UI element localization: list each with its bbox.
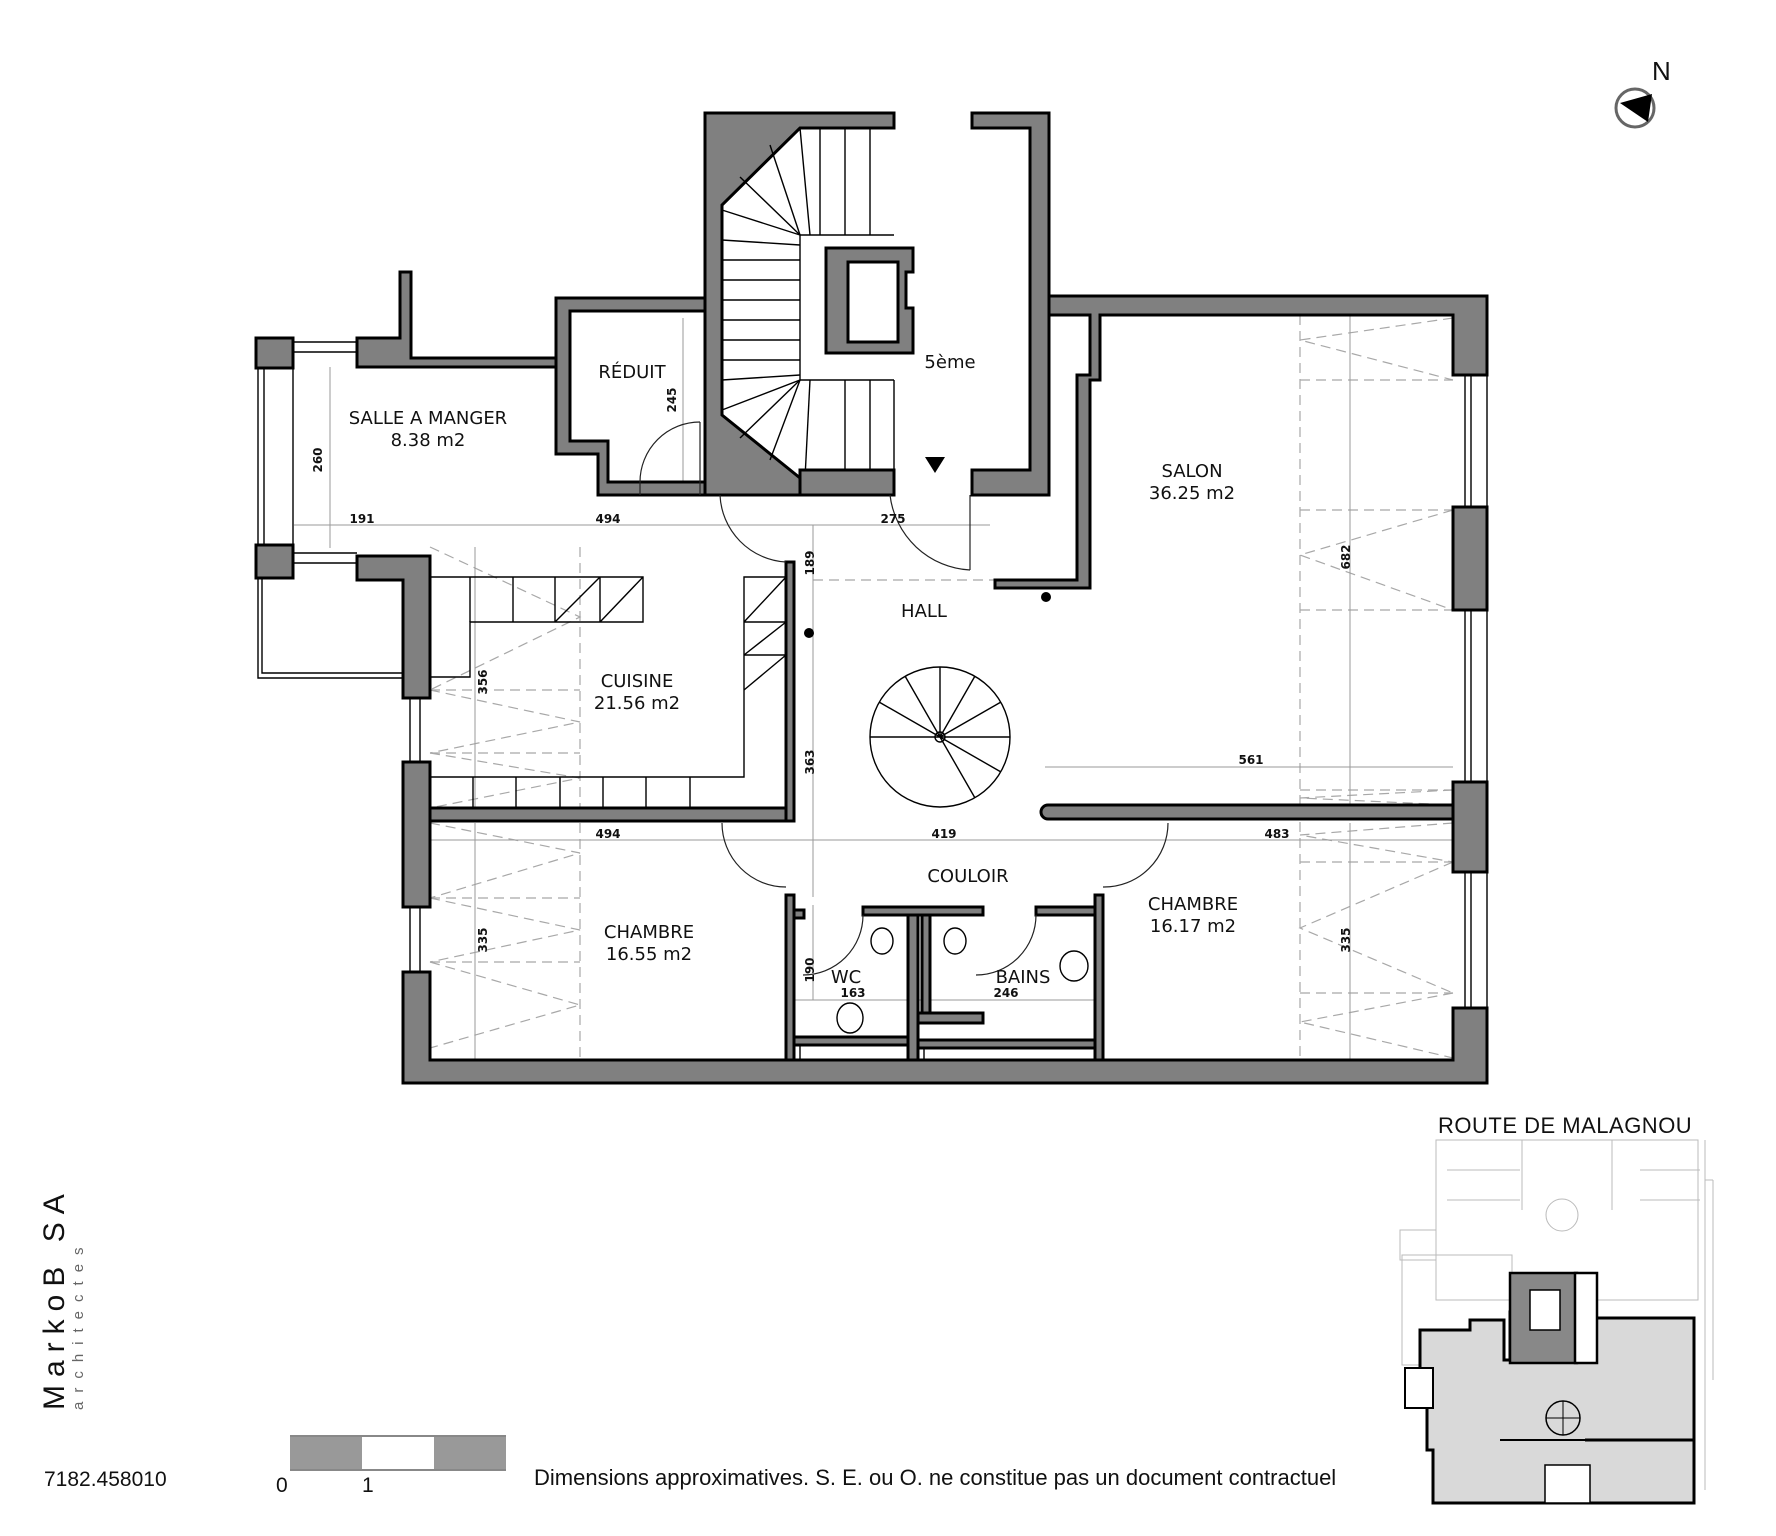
architect-logo: MarkoB SA architectes bbox=[38, 1186, 87, 1410]
room-name: RÉDUIT bbox=[598, 361, 666, 383]
kitchen-counters bbox=[430, 576, 787, 808]
level-label: 5ème bbox=[924, 352, 975, 373]
room-name: WC bbox=[831, 967, 861, 988]
room-area: 36.25 m2 bbox=[1149, 483, 1235, 504]
dim-label: 163 bbox=[840, 986, 865, 1000]
room-area: 21.56 m2 bbox=[594, 693, 680, 714]
scale-label-1: 1 bbox=[362, 1474, 374, 1497]
dim-label: 335 bbox=[1339, 927, 1353, 952]
dim-label: 483 bbox=[1264, 827, 1289, 841]
room-name: BAINS bbox=[996, 967, 1051, 988]
dim-label: 275 bbox=[880, 512, 905, 526]
scale-label-0: 0 bbox=[276, 1474, 288, 1497]
dimension-labels: 191 494 275 260 245 189 682 356 363 561 … bbox=[311, 387, 1353, 1000]
room-name: COULOIR bbox=[927, 866, 1008, 887]
dim-label: 335 bbox=[476, 927, 490, 952]
location-minimap bbox=[1399, 1139, 1714, 1505]
room-labels: SALLE A MANGER 8.38 m2 RÉDUIT 5ème SALON… bbox=[349, 352, 1238, 988]
north-label: N bbox=[1652, 56, 1671, 86]
dim-label: 260 bbox=[311, 447, 325, 472]
sink-icon bbox=[870, 927, 894, 955]
bathroom-fixtures bbox=[836, 927, 1089, 1034]
room-name: CUISINE bbox=[601, 671, 674, 692]
wardrobe-guides bbox=[429, 315, 1454, 1060]
spiral-staircase-icon bbox=[869, 666, 1011, 808]
north-compass-icon bbox=[1614, 87, 1656, 129]
basin-icon bbox=[1059, 950, 1089, 982]
sink-icon bbox=[943, 927, 967, 955]
dim-label: 356 bbox=[476, 669, 490, 694]
doors bbox=[639, 421, 1169, 976]
scale-bar bbox=[290, 1435, 506, 1471]
column-icon bbox=[1041, 592, 1051, 602]
room-name: SALLE A MANGER bbox=[349, 408, 507, 429]
dim-label: 682 bbox=[1339, 544, 1353, 569]
brand-name: MarkoB SA bbox=[38, 1186, 71, 1410]
dim-label: 191 bbox=[349, 512, 374, 526]
pillar-bottom bbox=[254, 543, 295, 580]
street-label: ROUTE DE MALAGNOU bbox=[1438, 1113, 1693, 1138]
dim-label: 561 bbox=[1238, 753, 1263, 767]
dim-label: 245 bbox=[665, 387, 679, 412]
dim-label: 190 bbox=[803, 957, 817, 982]
room-area: 8.38 m2 bbox=[391, 430, 466, 451]
dim-label: 363 bbox=[803, 749, 817, 774]
pillar-top bbox=[254, 336, 295, 370]
room-area: 16.55 m2 bbox=[606, 944, 692, 965]
walls bbox=[254, 111, 1489, 1085]
plan-reference: 7182.458010 bbox=[44, 1468, 167, 1491]
room-area: 16.17 m2 bbox=[1150, 916, 1236, 937]
room-name: HALL bbox=[901, 601, 947, 622]
toilet-icon bbox=[836, 1002, 864, 1034]
dim-label: 494 bbox=[595, 512, 620, 526]
disclaimer: Dimensions approximatives. S. E. ou O. n… bbox=[534, 1465, 1337, 1490]
room-name: SALON bbox=[1161, 461, 1222, 482]
brand-subtitle: architectes bbox=[70, 1238, 87, 1410]
stair-treads bbox=[721, 127, 895, 479]
column-icon bbox=[804, 628, 814, 638]
room-name: CHAMBRE bbox=[1148, 894, 1238, 915]
room-name: CHAMBRE bbox=[604, 922, 694, 943]
dimension-lines bbox=[294, 315, 1453, 1060]
dim-label: 494 bbox=[595, 827, 620, 841]
entry-arrow-icon bbox=[925, 457, 945, 473]
dim-label: 246 bbox=[993, 986, 1018, 1000]
dim-label: 419 bbox=[931, 827, 956, 841]
dim-label: 189 bbox=[803, 550, 817, 575]
